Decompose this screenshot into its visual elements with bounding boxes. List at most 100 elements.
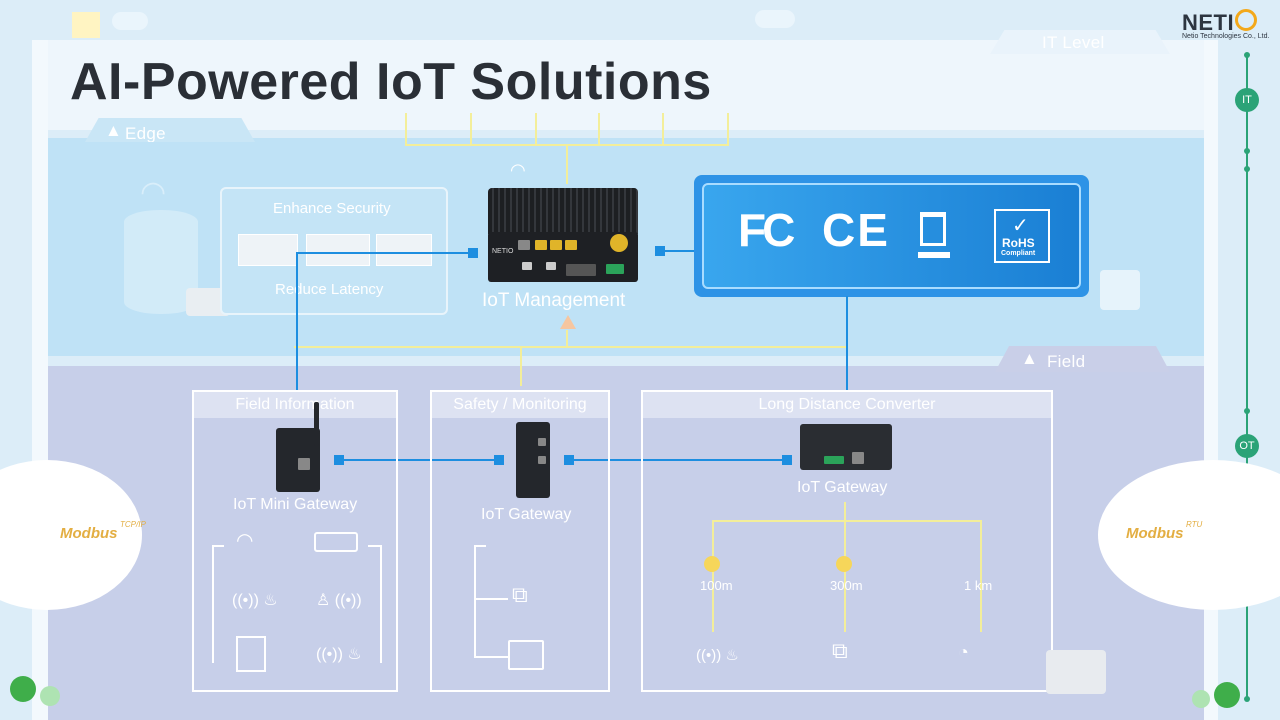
fc-mark: FC (738, 204, 795, 256)
tree-line (380, 545, 382, 663)
connector-node (782, 455, 792, 465)
rohs-badge: ✓ (994, 209, 1050, 263)
building-icon (72, 12, 100, 38)
connector-line (660, 250, 694, 252)
ethernet-port (852, 452, 864, 464)
it-level-tab: IT Level (990, 30, 1170, 54)
cloud-icon (755, 10, 795, 28)
check-icon: ✓ (1012, 215, 1029, 237)
bus-drop (520, 346, 522, 386)
distance-100m: 100m (700, 578, 733, 593)
tree-line (474, 598, 508, 600)
cabinet-icon (236, 636, 266, 672)
tree-line (368, 545, 380, 547)
edge-level-label: ▲ Edge Level (105, 121, 166, 142)
tree-line (474, 656, 508, 658)
iot-management-label: IoT Management (482, 290, 626, 311)
tree-line (474, 545, 486, 547)
usb-port (522, 262, 532, 270)
safety-monitoring-title: Safety / Monitoring (432, 392, 608, 418)
rohs-text: RoHS (1002, 236, 1035, 250)
rail-dot (1244, 166, 1250, 172)
server-icon (1100, 270, 1140, 310)
up-arrow-icon (560, 315, 576, 329)
rohs-subtext: Compliant (1001, 250, 1036, 257)
database-icon (124, 210, 198, 314)
iot-gateway-right-device (800, 424, 892, 470)
connector-node (494, 455, 504, 465)
uplink-line (405, 113, 407, 145)
camera-icon: ⧉ (512, 582, 528, 607)
tree-line (212, 545, 224, 547)
long-distance-title: Long Distance Converter (643, 392, 1051, 418)
iot-gateway-middle-label: IoT Gateway (481, 506, 572, 523)
tree-icon (1214, 682, 1240, 708)
terminal-block (606, 264, 624, 274)
connector-node (334, 455, 344, 465)
it-level-label: IT Level (1042, 33, 1105, 52)
person-icon: ♙ ((•)) (316, 592, 362, 609)
iot-mini-gateway-label: IoT Mini Gateway (233, 496, 358, 513)
field-information-panel: Field Information (192, 390, 398, 692)
distance-line (844, 502, 846, 520)
connector-node (564, 455, 574, 465)
edge-field-trunk (566, 330, 568, 347)
factory-machine-icon (1046, 650, 1106, 694)
frame-right (1204, 40, 1218, 720)
ethernet-port (298, 458, 310, 470)
modbus-rtu-sup: RTU (1186, 520, 1203, 529)
rail-dot (1244, 696, 1250, 702)
ethernet-port (538, 456, 546, 464)
distance-drop (712, 520, 714, 632)
ethernet-port (538, 438, 546, 446)
cloud-icon (112, 12, 148, 30)
ce-mark: CE (822, 204, 890, 256)
sfp-port (566, 264, 596, 276)
antenna-connector (610, 234, 628, 252)
panel-meter-icon (508, 640, 544, 670)
rail-dot (1244, 148, 1250, 154)
frame-left (32, 40, 48, 720)
connector-line (296, 252, 472, 254)
edge-level-tab: ▲ Edge Level (85, 118, 255, 142)
uplink-line (727, 113, 729, 145)
terminal-block (824, 456, 844, 464)
logo-subtitle: Netio Technologies Co., Ltd. (1182, 33, 1270, 40)
antenna-icon (314, 402, 319, 446)
logo-text: NETI (1182, 10, 1235, 35)
wifi-icon: ◠ (140, 176, 167, 209)
connector-line (846, 296, 848, 408)
edge-field-bus (294, 346, 848, 348)
tree-line (474, 545, 476, 657)
ethernet-port (535, 240, 547, 250)
dashboard-thumb (376, 234, 432, 266)
sensor-icon: ◔ (958, 642, 969, 662)
modbus-tcp-sup: TCP/IP (120, 520, 146, 529)
connector-line (568, 459, 788, 461)
modbus-tcp-label: Modbus (60, 525, 118, 542)
tree-line (212, 545, 214, 663)
field-level-band (48, 366, 1204, 720)
netio-logo: NETI (1182, 8, 1258, 36)
field-information-title: Field Information (194, 392, 396, 418)
edge-level-text: Edge Level (125, 124, 166, 143)
it-level-band (48, 40, 1204, 130)
wifi-icon: ◠ (236, 530, 254, 552)
usb-port (546, 262, 556, 270)
iot-management-device (488, 188, 638, 234)
rail-it-node: IT (1235, 88, 1259, 112)
uplink-trunk (566, 144, 568, 184)
logo-o-icon (1235, 9, 1258, 31)
connector-line (338, 459, 500, 461)
tree-icon (40, 686, 60, 706)
ethernet-port (518, 240, 530, 250)
field-level-label: ▲ Field Level (1021, 349, 1085, 371)
uplink-line (535, 113, 537, 145)
iot-gateway-right-label: IoT Gateway (797, 479, 888, 496)
modbus-rtu-circle (1098, 460, 1280, 610)
dashboard-thumb (306, 234, 370, 266)
bolt-icon (704, 556, 720, 572)
uplink-line (662, 113, 664, 145)
camera-icon: ⧉ (832, 638, 848, 663)
